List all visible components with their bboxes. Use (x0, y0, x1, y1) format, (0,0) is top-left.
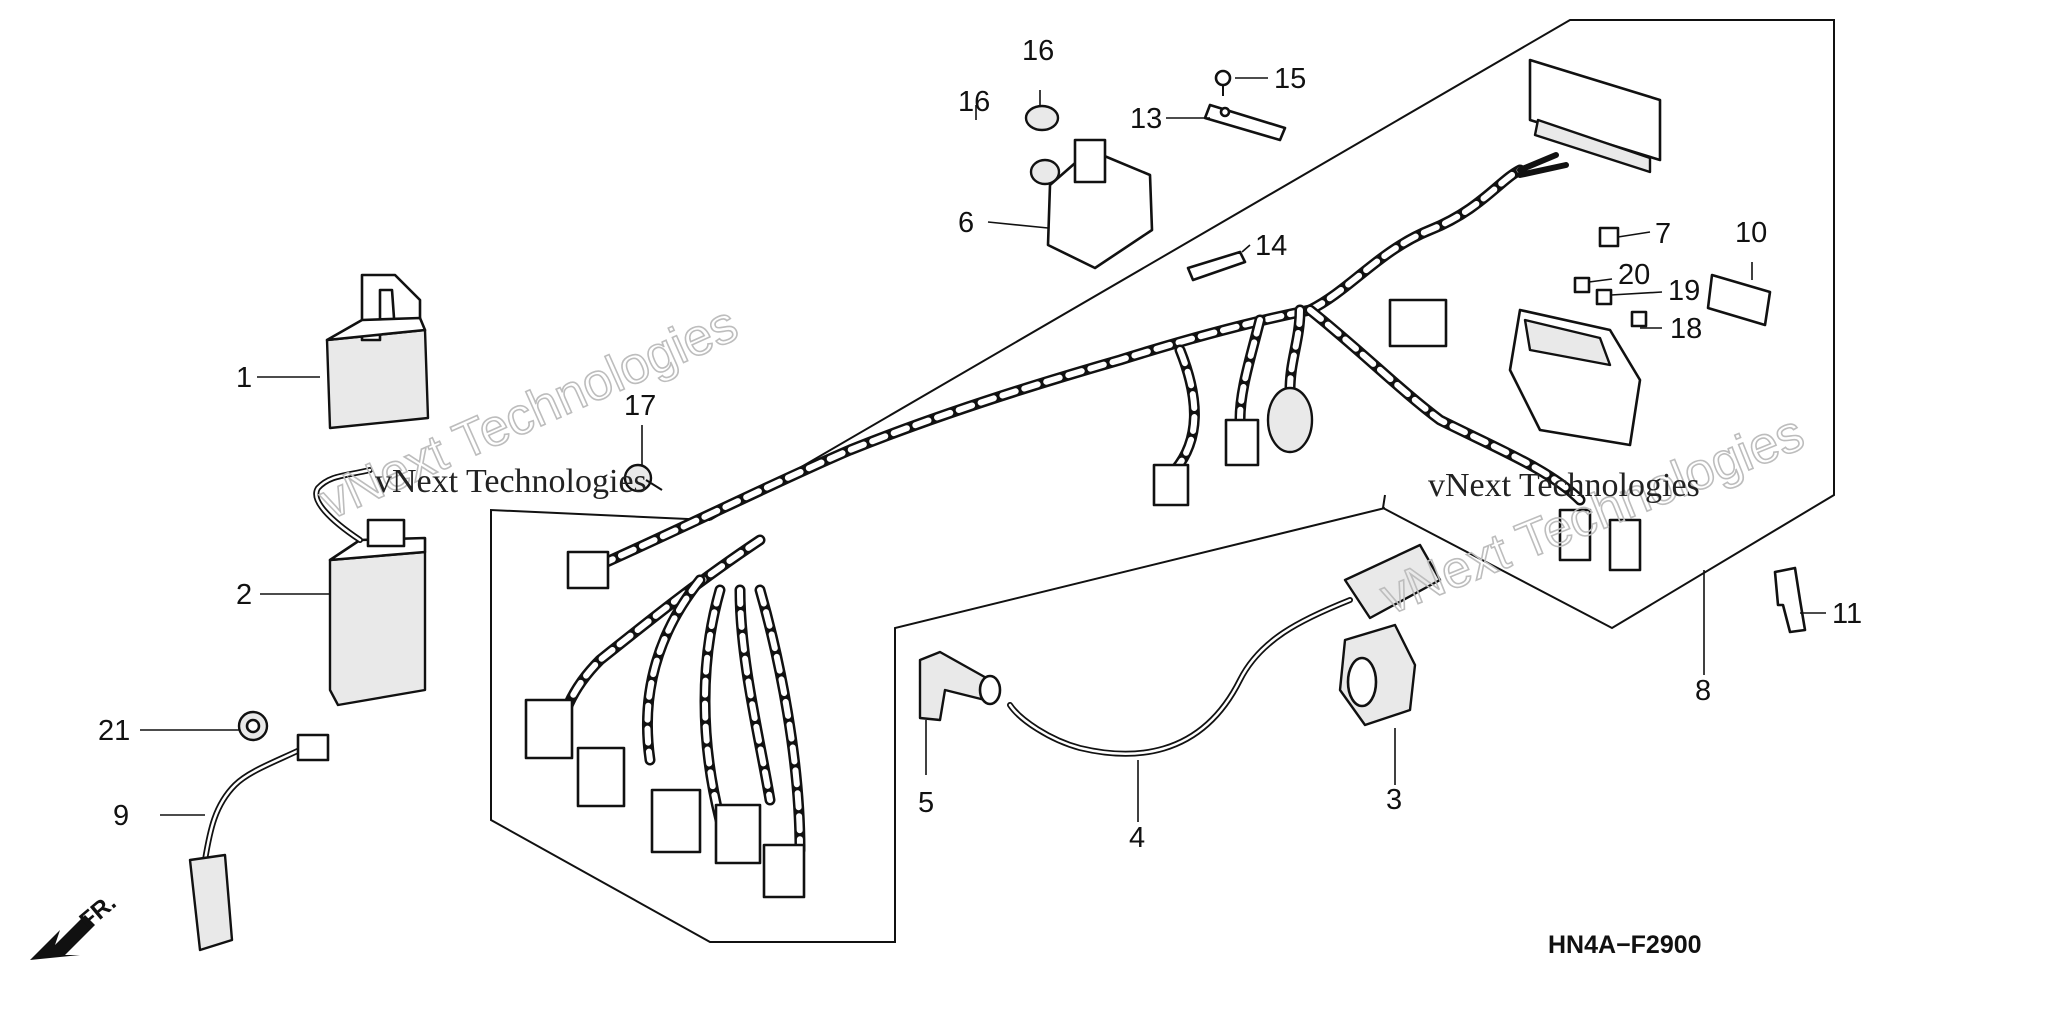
leader-lines (140, 77, 1826, 822)
harness-group-outline (709, 19, 1835, 630)
part-9-sensor (188, 733, 330, 952)
harness-group-outline-lower (490, 507, 1386, 943)
part-4-ignition-coil (1007, 543, 1442, 757)
callout-16-lower: 16 (958, 86, 990, 118)
callout-5: 5 (918, 787, 934, 819)
part-8-wire-harness (554, 164, 1586, 856)
part-19-fuse (1595, 288, 1613, 306)
part-18-fuse (1630, 310, 1648, 328)
harness-connectors (524, 152, 1642, 899)
watermark-text-left: vNext Technologies (375, 463, 647, 500)
part-16-nut-b (1029, 158, 1061, 186)
part-6-module (1046, 138, 1154, 270)
callout-19: 19 (1668, 275, 1700, 307)
callout-20: 20 (1618, 259, 1650, 291)
part-7-fuse (1598, 226, 1620, 248)
part-13-band (1203, 103, 1287, 142)
callout-15: 15 (1274, 63, 1306, 95)
callout-9: 9 (113, 800, 129, 832)
figure-code: HN4A−F2900 (1548, 931, 1702, 959)
callout-17: 17 (624, 390, 656, 422)
part-5-plug-cap (918, 650, 1002, 722)
part-1-cover (325, 273, 430, 430)
callout-13: 13 (1130, 103, 1162, 135)
callout-21: 21 (98, 715, 130, 747)
part-2-relay (313, 467, 427, 707)
callout-16-upper: 16 (1022, 35, 1054, 67)
part-14-clip (1186, 250, 1247, 282)
callout-18: 18 (1670, 313, 1702, 345)
part-3-cushion (1338, 623, 1417, 727)
part-21-clip (237, 710, 269, 742)
part-11-terminal (1773, 566, 1807, 634)
front-direction-arrow (30, 915, 95, 960)
callout-6: 6 (958, 207, 974, 239)
part-10-plate (1706, 273, 1772, 327)
watermark-text-right: vNext Technologies (1428, 467, 1700, 504)
callout-3: 3 (1386, 784, 1402, 816)
fuse-box-cover (1528, 58, 1662, 174)
callout-8: 8 (1695, 675, 1711, 707)
part-16-nut-a (1024, 104, 1060, 132)
callout-11: 11 (1832, 598, 1862, 630)
callout-2: 2 (236, 579, 252, 611)
fuse-box (1508, 308, 1642, 447)
callout-7: 7 (1655, 218, 1671, 250)
part-20-fuse (1573, 276, 1591, 294)
callout-4: 4 (1129, 822, 1145, 854)
callout-10: 10 (1735, 217, 1767, 249)
callout-1: 1 (236, 362, 252, 394)
part-17-bolt (623, 463, 663, 493)
part-15-screw (1214, 69, 1232, 96)
callout-14: 14 (1255, 230, 1287, 262)
